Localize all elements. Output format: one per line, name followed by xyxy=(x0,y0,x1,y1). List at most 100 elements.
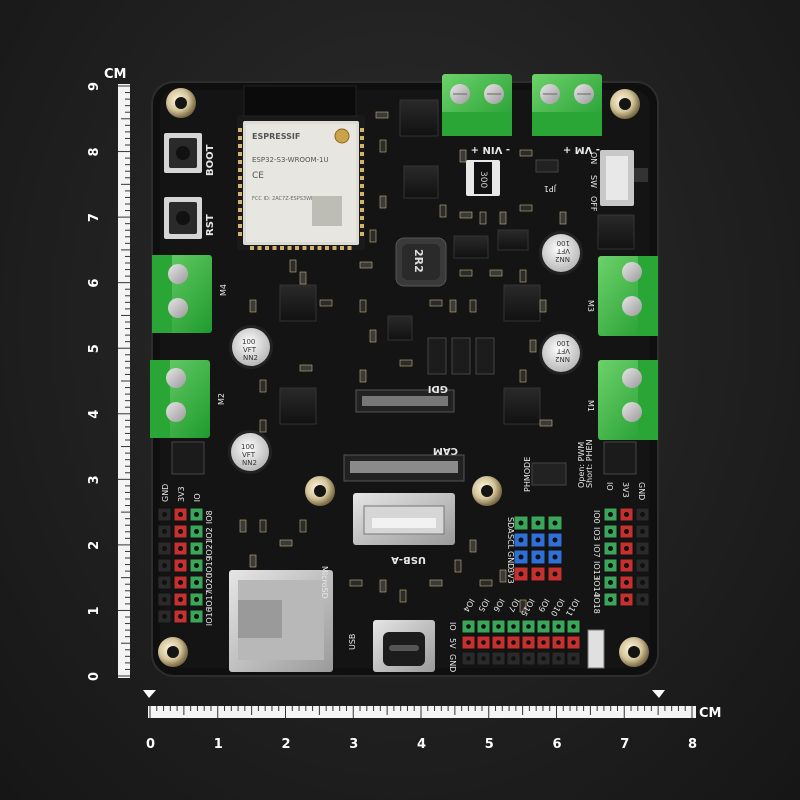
reset-button[interactable] xyxy=(164,197,202,239)
mounting-hole xyxy=(158,637,188,667)
ruler-number-horizontal: 3 xyxy=(349,737,358,752)
ruler-number-horizontal: 6 xyxy=(553,737,562,752)
left-pin-label: IO2 xyxy=(205,527,214,541)
bottom-row-label: GND xyxy=(448,654,457,672)
motor-label-m1: M1 xyxy=(586,400,595,412)
i2c-pin-label: SDA xyxy=(506,517,515,534)
ruler-number-vertical: 3 xyxy=(87,475,102,484)
motor-label-m3: M3 xyxy=(586,300,595,312)
phmode-short-label: Short: PHEN xyxy=(585,439,594,488)
smd-components xyxy=(239,111,567,613)
ruler-number-vertical: 2 xyxy=(87,541,102,550)
ruler-number-horizontal: 1 xyxy=(214,737,223,752)
ruler-unit-label-horizontal: CM xyxy=(699,706,721,721)
motor-driver-ic xyxy=(503,387,541,425)
electrolytic-capacitor xyxy=(539,331,583,375)
regulator-ic xyxy=(387,315,413,341)
vm-label: - VM + xyxy=(563,144,600,155)
jumper-right[interactable] xyxy=(603,441,637,475)
left-pin-label: IO20 xyxy=(205,573,214,592)
m4-terminal[interactable] xyxy=(152,255,212,333)
electrolytic-capacitor xyxy=(229,325,273,369)
motor-driver-ic xyxy=(279,387,317,425)
cam-connector[interactable] xyxy=(343,454,465,482)
module-cert: CE xyxy=(252,171,264,181)
jumper-jp1[interactable] xyxy=(535,159,559,173)
i2c-pin-label: GND xyxy=(506,551,515,569)
regulator-ic xyxy=(403,165,439,199)
mosfet xyxy=(451,337,471,375)
reset-label: RST xyxy=(205,214,216,236)
m2-terminal[interactable] xyxy=(150,360,210,438)
boot-label: BOOT xyxy=(205,144,216,176)
antenna-connector xyxy=(334,128,350,144)
mounting-hole xyxy=(305,476,335,506)
motor-label-m4: M4 xyxy=(219,284,228,296)
ruler-number-horizontal: 4 xyxy=(417,737,426,752)
phmode-jumper[interactable] xyxy=(531,462,567,486)
left-pin-label: IO16 xyxy=(205,607,214,626)
ruler-number-vertical: 6 xyxy=(87,279,102,288)
right-pin-label: IO14 xyxy=(592,578,601,597)
left-pin-label: IO19 xyxy=(205,556,214,575)
module-model: ESP32-S3-WROOM-1U xyxy=(252,156,329,164)
m3-terminal[interactable] xyxy=(598,256,658,336)
module-brand: ESPRESSIF xyxy=(252,132,300,141)
jumper-left[interactable] xyxy=(171,441,205,475)
ruler-number-vertical: 0 xyxy=(87,672,102,681)
boot-button[interactable] xyxy=(164,133,202,173)
usb-a-label: USB-A xyxy=(391,554,426,565)
inductor-label: 2R2 xyxy=(412,249,425,273)
bottom-pin-header[interactable] xyxy=(461,619,581,666)
ruler-number-vertical: 8 xyxy=(87,148,102,157)
m1-terminal[interactable] xyxy=(598,360,658,440)
left-header-column-label: IO xyxy=(193,493,202,502)
pcb-board: ESPRESSIF ESP32-S3-WROOM-1U CE FCC ID: 2… xyxy=(150,74,659,677)
usb-a-port[interactable] xyxy=(353,493,455,545)
vm-terminal[interactable] xyxy=(532,74,602,136)
i2c-header[interactable] xyxy=(513,515,563,582)
phmode-label: PHMODE xyxy=(523,457,532,492)
capacitor-label: 300 xyxy=(478,171,488,188)
ruler-number-horizontal: 8 xyxy=(688,737,697,752)
tantalum-capacitor: 300 xyxy=(466,160,500,196)
cap-text-9: 100 xyxy=(557,239,570,247)
i2c-pin-label: SCL xyxy=(506,534,515,550)
mosfet xyxy=(475,337,495,375)
ruler-number-horizontal: 2 xyxy=(282,737,291,752)
right-pin-label: IO18 xyxy=(592,595,601,614)
cap-text-12: 100 xyxy=(557,339,570,347)
gdi-connector[interactable] xyxy=(355,389,455,413)
switch-sw-label: SW xyxy=(589,175,598,188)
cap-text-4: 100 xyxy=(241,443,254,451)
mounting-hole xyxy=(166,88,196,118)
i2c-pin-label: 3V3 xyxy=(506,568,515,584)
regulator-ic xyxy=(497,229,529,251)
motor-driver-ic xyxy=(503,284,541,322)
ruler-number-vertical: 9 xyxy=(87,82,102,91)
right-header-column-label: GND xyxy=(637,482,646,500)
cap-text-1: 100 xyxy=(242,338,255,346)
left-pin-label: IO8 xyxy=(205,510,214,524)
ruler-number-vertical: 7 xyxy=(87,213,102,222)
regulator-ic xyxy=(597,214,635,250)
cap-text-11: VFT xyxy=(556,347,570,355)
switch-off-label: OFF xyxy=(589,196,598,212)
ruler-unit-label-vertical: CM xyxy=(104,67,126,82)
ruler-number-horizontal: 7 xyxy=(620,737,629,752)
right-pin-header[interactable] xyxy=(603,507,650,607)
right-pin-label: IO7 xyxy=(592,544,601,558)
microsd-slot[interactable] xyxy=(229,570,333,672)
left-pin-header[interactable] xyxy=(157,507,204,624)
power-switch[interactable] xyxy=(600,150,648,206)
mounting-hole xyxy=(610,89,640,119)
usb-c-port[interactable] xyxy=(373,620,435,672)
vin-terminal[interactable] xyxy=(442,74,512,136)
ruler-number-vertical: 1 xyxy=(87,606,102,615)
right-header-column-label: IO xyxy=(605,482,614,491)
usb-c-label: USB xyxy=(348,634,357,650)
cap-text-5: VFT xyxy=(242,451,256,459)
